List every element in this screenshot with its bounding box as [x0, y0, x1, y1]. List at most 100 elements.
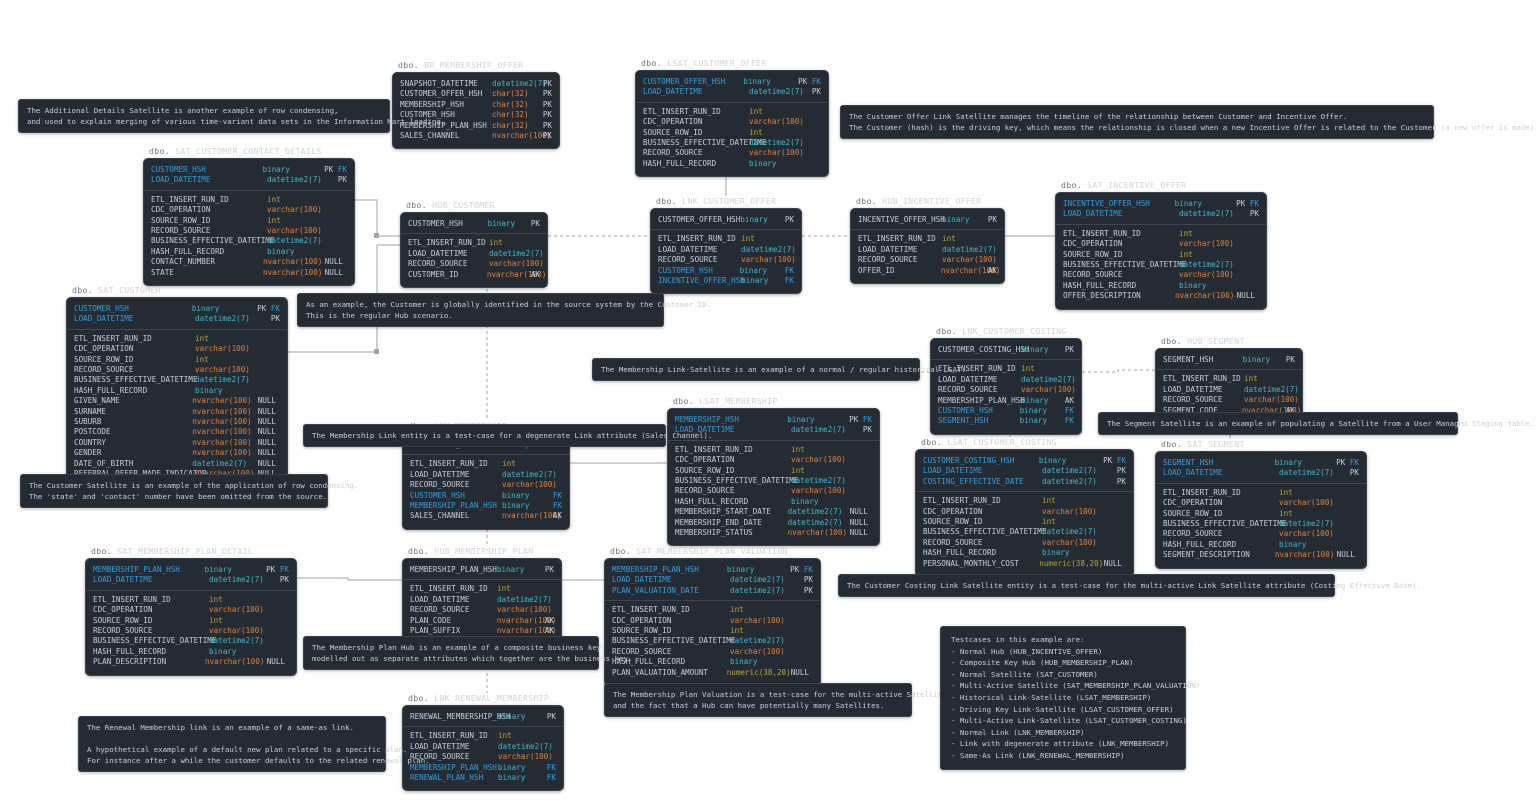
entity-schema: dbo.	[936, 326, 957, 336]
column-name: ETL_INSERT_RUN_ID	[1163, 487, 1241, 497]
column-type: int	[209, 615, 223, 625]
column-type: varchar(100)	[1244, 395, 1299, 405]
column-type: nvarchar(100)	[192, 437, 252, 447]
column-name: GIVEN_NAME	[74, 396, 120, 406]
column-key-flag: PK	[1349, 468, 1359, 478]
column-type: varchar(100)	[498, 752, 553, 762]
column-key-flag: FK	[1064, 406, 1074, 416]
column-key-flag: PK	[811, 87, 821, 97]
legend-item: - Driving Key Link-Satellite (LSAT_CUSTO…	[951, 704, 1174, 714]
column-key-flag: PK FK	[798, 77, 821, 86]
column-type: varchar(100)	[730, 646, 785, 656]
column-name: MEMBERSHIP_STATUS	[675, 528, 753, 538]
column-name: RECORD_SOURCE	[1163, 529, 1223, 539]
column-name: COUNTRY	[74, 437, 107, 447]
column-type: datetime2(7)	[730, 575, 785, 585]
legend-item: - Historical Link-Satellite (LSAT_MEMBER…	[951, 692, 1152, 702]
column-type: nvarchar(100)	[262, 257, 323, 267]
column-name: ETL_INSERT_RUN_ID	[93, 594, 171, 604]
column-type: int	[791, 444, 805, 454]
column-type: varchar(100)	[209, 626, 264, 636]
column-name: PERSONAL_MONTHLY_COST	[923, 558, 1020, 568]
legend-item: - Normal Satellite (SAT_CUSTOMER)	[951, 669, 1098, 679]
column-type: varchar(100)	[489, 259, 544, 269]
column-type: datetime2(7)	[192, 458, 248, 468]
column-key-flag: PK	[1116, 476, 1126, 486]
column-name: SOURCE_ROW_ID	[643, 127, 703, 137]
column-name: MEMBERSHIP_HSH	[675, 415, 740, 424]
rel-hubcust-satcontact	[355, 199, 400, 237]
column-type: datetime2(7)	[1279, 519, 1334, 529]
column-nullability: NULL	[257, 448, 276, 458]
column-name: HASH_FULL_RECORD	[1163, 539, 1237, 549]
column-name: MEMBERSHIP_PLAN_HSH	[400, 120, 487, 130]
column-name: BUSINESS_EFFECTIVE_DATETIME	[923, 527, 1047, 537]
entity-schema: dbo.	[408, 546, 429, 556]
column-type: datetime2(7)	[1244, 384, 1299, 394]
column-key-flag: PK	[542, 79, 552, 88]
column-type: nvarchar(100)	[787, 528, 848, 538]
entity-body: MEMBERSHIP_HSHbinaryPKETL_INSERT_RUN_IDi…	[402, 433, 570, 530]
column-row: ETL_INSERT_RUN_ID int	[1156, 488, 1366, 498]
column-name: PLAN_SUFFIX	[410, 626, 461, 636]
column-name: MEMBERSHIP_PLAN_HSH	[410, 762, 497, 772]
column-name: CDC_OPERATION	[151, 205, 211, 215]
column-name: SOURCE_ROW_ID	[93, 615, 153, 625]
column-type: int	[1279, 487, 1293, 497]
entity-name: BR_MEMBERSHIP_OFFER	[424, 60, 524, 70]
note-customer-costing: The Customer Costing Link Satellite enti…	[838, 574, 1421, 597]
column-name: CUSTOMER_OFFER_HSH	[643, 77, 726, 86]
column-type: datetime2(7)	[489, 248, 544, 258]
column-type: varchar(100)	[1042, 537, 1097, 547]
